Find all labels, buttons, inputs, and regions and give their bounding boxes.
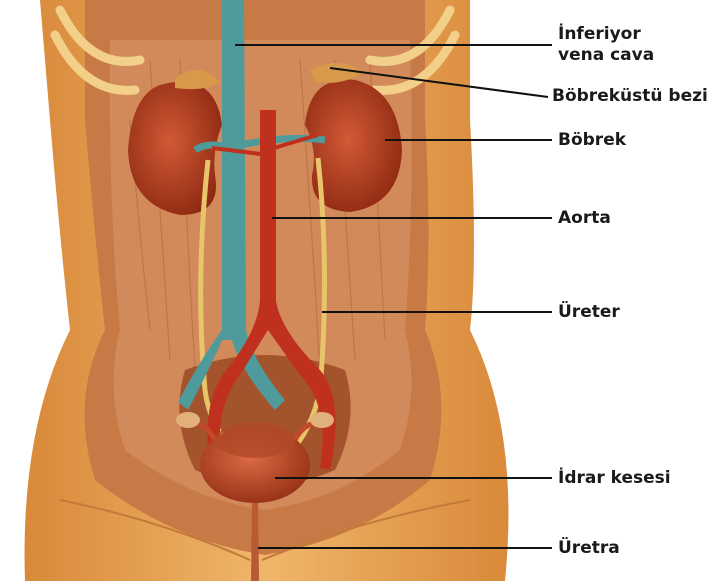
label-adrenal-gland: Böbreküstü bezi	[552, 86, 708, 106]
label-kidney: Böbrek	[558, 130, 626, 150]
label-ureter: Üreter	[558, 302, 620, 322]
label-urethra: Üretra	[558, 538, 620, 558]
label-bladder: İdrar kesesi	[558, 468, 671, 488]
label-inferior-vena-cava-1: İnferiyor	[558, 24, 641, 44]
urethra-tube	[251, 503, 259, 581]
label-inferior-vena-cava-2: vena cava	[558, 45, 654, 65]
label-aorta: Aorta	[558, 208, 611, 228]
